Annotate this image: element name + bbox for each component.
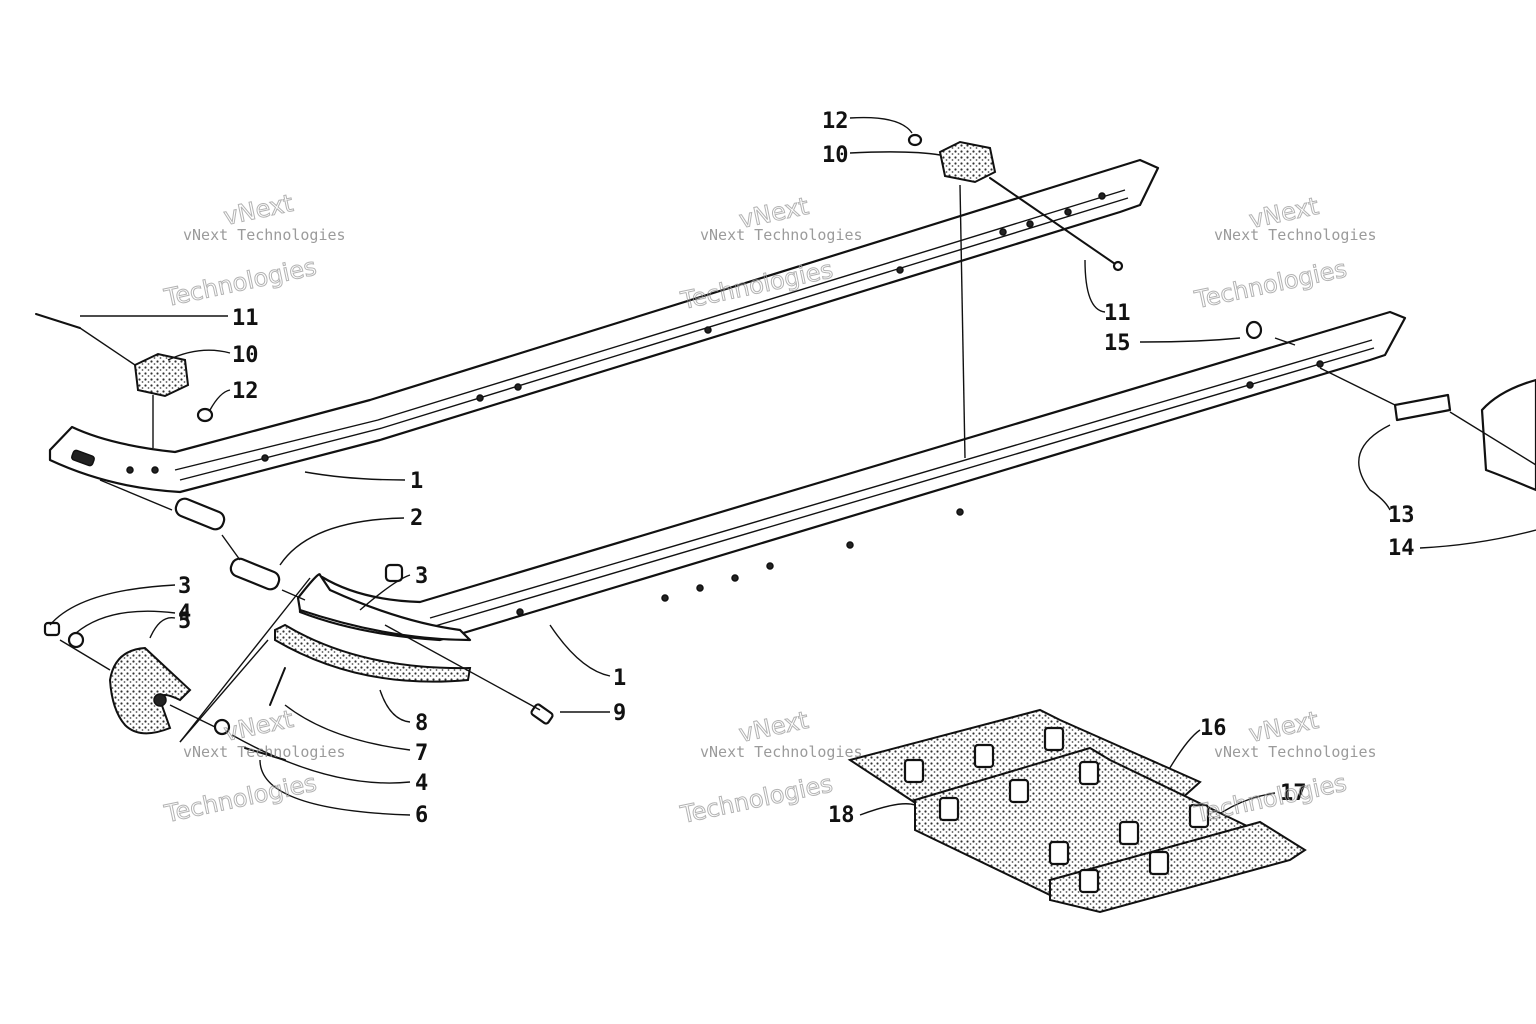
callout-9: 9 xyxy=(613,701,626,726)
callout-11-right: 11 xyxy=(1104,301,1131,326)
lower-slide-rail xyxy=(298,310,1407,642)
track-cleats xyxy=(903,726,1210,894)
callout-1-upper: 1 xyxy=(410,469,423,494)
svg-text:Technologies: Technologies xyxy=(1192,255,1350,315)
callout-3-right: 3 xyxy=(415,564,428,589)
watermark-top-left: vNext vNext Technologies Technologies xyxy=(161,188,346,313)
callout-17: 17 xyxy=(1280,781,1307,806)
callout-18: 18 xyxy=(828,803,855,828)
svg-text:vNext Technologies: vNext Technologies xyxy=(700,743,863,761)
callout-15: 15 xyxy=(1104,331,1131,356)
svg-text:vNext Technologies: vNext Technologies xyxy=(183,743,346,761)
svg-text:Technologies: Technologies xyxy=(161,769,319,829)
leader-lines xyxy=(49,116,1536,831)
upper-slide-rail xyxy=(48,158,1160,494)
svg-text:vNext: vNext xyxy=(736,706,810,748)
callout-11-left: 11 xyxy=(232,306,259,331)
svg-text:vNext: vNext xyxy=(1246,706,1320,748)
svg-text:vNext: vNext xyxy=(221,189,295,231)
callout-4-lower: 4 xyxy=(415,771,428,796)
svg-text:vNext: vNext xyxy=(221,705,295,747)
callout-10-upper: 10 xyxy=(822,143,849,168)
callout-14: 14 xyxy=(1388,536,1415,561)
callout-labels: 12 10 11 10 12 1 2 3 3 4 5 1 9 8 7 4 6 1… xyxy=(178,109,1415,828)
svg-text:vNext Technologies: vNext Technologies xyxy=(1214,226,1377,244)
watermark-top-right: vNext vNext Technologies Technologies xyxy=(1191,191,1377,315)
callout-12-upper: 12 xyxy=(822,109,849,134)
callout-2: 2 xyxy=(410,506,423,531)
svg-text:vNext Technologies: vNext Technologies xyxy=(700,226,863,244)
callout-6: 6 xyxy=(415,803,428,828)
front-curve-assembly xyxy=(108,497,472,735)
callout-3-left: 3 xyxy=(178,574,191,599)
callout-8: 8 xyxy=(415,711,428,736)
svg-text:vNext Technologies: vNext Technologies xyxy=(1214,743,1377,761)
callout-12-left: 12 xyxy=(232,379,259,404)
bogie-pins-part-2 xyxy=(174,497,281,591)
svg-text:Technologies: Technologies xyxy=(1191,769,1349,829)
callout-10-left: 10 xyxy=(232,343,259,368)
callout-13: 13 xyxy=(1388,503,1415,528)
callout-16: 16 xyxy=(1200,716,1227,741)
rail-holes-upper xyxy=(126,192,1106,474)
callout-7: 7 xyxy=(415,741,428,766)
track-section xyxy=(847,708,1307,914)
watermark-bottom-left: vNext vNext Technologies Technologies xyxy=(161,704,346,829)
svg-text:Technologies: Technologies xyxy=(161,253,319,313)
hardware xyxy=(35,133,1536,761)
callout-4-upper: 4 xyxy=(178,601,191,626)
callout-1-lower: 1 xyxy=(613,666,626,691)
svg-text:vNext Technologies: vNext Technologies xyxy=(183,226,346,244)
wear-block-upper xyxy=(938,140,997,184)
wear-block-left xyxy=(133,352,190,398)
callout-5: 5 xyxy=(178,609,191,634)
svg-text:Technologies: Technologies xyxy=(677,769,835,829)
bumper-part-5 xyxy=(108,646,192,735)
